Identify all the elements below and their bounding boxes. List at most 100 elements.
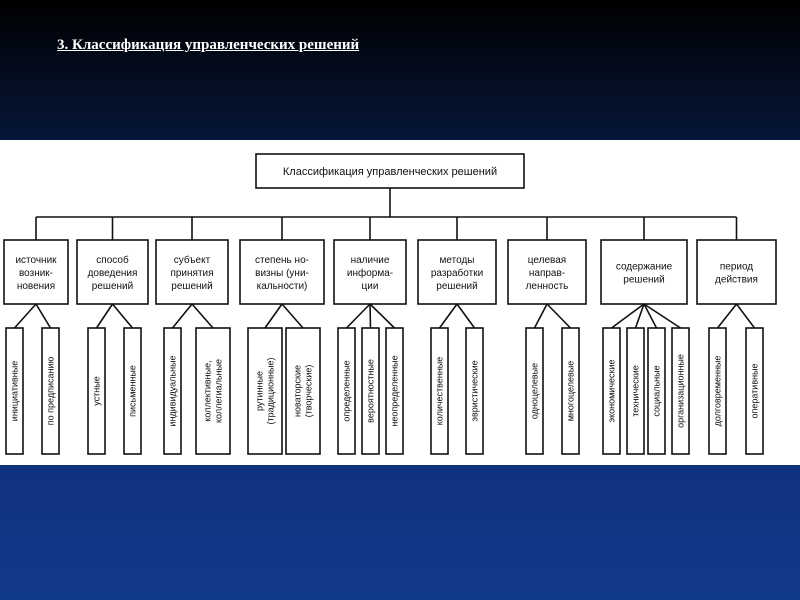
category-label: способ xyxy=(96,254,129,266)
category-label: возник- xyxy=(19,268,53,279)
leaf-label-group: новаторские(творческие) xyxy=(293,365,314,418)
leaf-label-group: эвристические xyxy=(470,360,480,421)
leaf-box xyxy=(285,327,321,455)
leaf-box xyxy=(247,327,283,455)
connector-line xyxy=(369,303,396,329)
leaf-box xyxy=(87,327,106,455)
category-label: доведения xyxy=(88,268,138,279)
classification-tree-diagram: Классификация управленческих решенийисто… xyxy=(3,153,777,455)
leaf-label: эвристические xyxy=(470,360,480,421)
leaf-label-group: технические xyxy=(631,365,641,417)
connector-line xyxy=(546,303,572,329)
leaf-label: организационные xyxy=(676,354,686,428)
leaf-label-group: индивидуальные xyxy=(168,355,178,426)
leaf-label-group: количественные xyxy=(435,357,445,426)
leaf-label: коллективные, xyxy=(203,360,213,421)
leaf-label: индивидуальные xyxy=(168,355,178,426)
leaf-label: устные xyxy=(92,376,102,405)
leaf-label: технические xyxy=(631,365,641,417)
connector-line xyxy=(345,303,371,329)
leaf-box xyxy=(163,327,182,455)
leaf-label: инициативные xyxy=(10,361,20,421)
leaf-box xyxy=(708,327,727,455)
connector-line xyxy=(281,303,304,329)
connector-line xyxy=(95,303,114,329)
category-box xyxy=(155,239,229,305)
leaf-box xyxy=(41,327,60,455)
category-label: решений xyxy=(436,281,477,292)
category-box xyxy=(417,239,497,305)
category-box xyxy=(696,239,777,305)
leaf-label-group: коллективные,коллегиальные xyxy=(203,359,224,423)
connector-line xyxy=(611,303,645,329)
leaf-box xyxy=(525,327,544,455)
category-box xyxy=(333,239,407,305)
leaf-label: оперативные xyxy=(750,363,760,418)
category-label: степень но- xyxy=(255,255,309,266)
leaf-box xyxy=(361,327,380,455)
leaf-box xyxy=(385,327,404,455)
connector-line xyxy=(111,303,134,329)
category-label: решений xyxy=(171,281,212,292)
leaf-box xyxy=(671,327,690,455)
category-label: принятия xyxy=(170,268,213,279)
category-label: целевая xyxy=(528,255,566,266)
category-label: решений xyxy=(623,275,664,286)
category-label: новения xyxy=(17,281,55,292)
leaf-label-group: неопределенные xyxy=(390,355,400,426)
leaf-label: долговременные xyxy=(713,356,723,427)
connector-line xyxy=(171,303,193,329)
leaf-label-group: социальные xyxy=(652,365,662,416)
leaf-label: определенные xyxy=(342,360,352,421)
root-box xyxy=(255,153,525,189)
slide-title: 3. Классификация управленческих решений xyxy=(57,37,360,53)
category-box xyxy=(600,239,688,305)
leaf-box xyxy=(602,327,621,455)
leaf-label-group: определенные xyxy=(342,360,352,421)
category-label: направ- xyxy=(529,268,565,279)
leaf-label-group: экономические xyxy=(607,360,617,423)
category-label: субъект xyxy=(174,254,211,266)
leaf-label: по предписанию xyxy=(46,357,56,426)
connector-line xyxy=(716,303,738,329)
category-box xyxy=(507,239,587,305)
leaf-label: неопределенные xyxy=(390,355,400,426)
category-label: решений xyxy=(92,281,133,292)
connector-line xyxy=(191,303,214,329)
leaf-label: коллегиальные xyxy=(214,359,224,423)
leaf-label-group: организационные xyxy=(676,354,686,428)
category-label: наличие xyxy=(351,255,390,266)
leaf-label-group: устные xyxy=(92,376,102,405)
leaf-label: письменные xyxy=(128,365,138,417)
connector-line xyxy=(634,303,645,329)
connector-line xyxy=(438,303,458,329)
leaf-label: количественные xyxy=(435,357,445,426)
leaf-box xyxy=(561,327,580,455)
leaf-label: рутинные xyxy=(255,371,265,411)
root-label: Классификация управленческих решений xyxy=(283,166,497,178)
leaf-label-group: многоцелевые xyxy=(566,361,576,422)
leaf-box xyxy=(195,327,231,455)
leaf-box xyxy=(337,327,356,455)
connector-line xyxy=(533,303,548,329)
category-label: кальности) xyxy=(257,281,308,292)
leaf-label: новаторские xyxy=(293,365,303,417)
leaf-label-group: по предписанию xyxy=(46,357,56,426)
leaf-box xyxy=(465,327,484,455)
leaf-label: многоцелевые xyxy=(566,361,576,422)
leaf-box xyxy=(430,327,449,455)
leaf-label: одноцелевые xyxy=(530,363,540,419)
leaf-label-group: одноцелевые xyxy=(530,363,540,419)
category-label: визны (уни- xyxy=(255,268,309,279)
leaf-label: вероятностные xyxy=(366,359,376,423)
connector-line xyxy=(643,303,658,329)
connector-line xyxy=(35,303,52,329)
leaf-label: экономические xyxy=(607,360,617,423)
leaf-label: (традиционные) xyxy=(266,357,276,424)
category-label: методы xyxy=(440,255,475,266)
connector-line xyxy=(643,303,681,329)
category-label: ленность xyxy=(526,281,569,292)
leaf-label: социальные xyxy=(652,365,662,416)
leaf-box xyxy=(123,327,142,455)
